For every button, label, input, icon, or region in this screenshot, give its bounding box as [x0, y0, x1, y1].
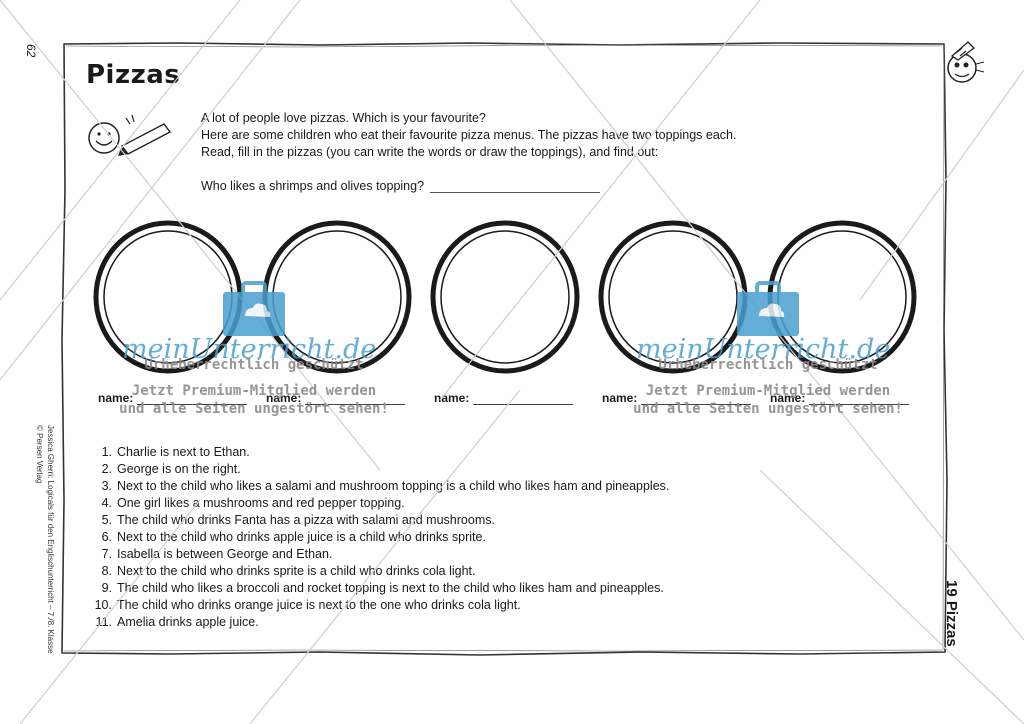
- clue-list: 1. Charlie is next to Ethan. 2. George is …: [92, 444, 670, 631]
- pizza-circle[interactable]: [430, 220, 580, 374]
- clue-number: 2.: [101, 462, 112, 476]
- clue-item: 2. George is on the right.: [92, 461, 669, 478]
- clue-item: 6. Next to the child who drinks apple jui…: [92, 529, 669, 546]
- clue-item: 11. Amelia drinks apple juice.: [92, 614, 669, 631]
- name-field: name:: [770, 391, 910, 405]
- clue-number: 5.: [101, 513, 112, 527]
- clue-item: 10. The child who drinks orange juice is …: [92, 597, 669, 614]
- pizza-circle[interactable]: [767, 220, 917, 374]
- name-label: name:: [98, 391, 134, 405]
- clue-number: 9.: [101, 581, 112, 595]
- clue-item: 7. Isabella is between George and Ethan.: [92, 546, 669, 563]
- clue-text: The child who likes a broccoli and rocke…: [117, 581, 664, 595]
- clue-item: 1. Charlie is next to Ethan.: [92, 444, 669, 461]
- clue-number: 7.: [101, 547, 112, 561]
- clue-item: 9. The child who likes a broccoli and roc…: [92, 580, 669, 597]
- clue-item: 3. Next to the child who likes a salami a…: [92, 478, 670, 495]
- clue-text: The child who drinks orange juice is nex…: [117, 598, 521, 612]
- name-field: name:: [602, 391, 752, 405]
- name-input[interactable]: [473, 392, 574, 405]
- clue-item: 4. One girl likes a mushrooms and red pep…: [92, 495, 669, 512]
- pizza-circle[interactable]: [93, 220, 243, 374]
- clue-number: 3.: [101, 479, 112, 493]
- clue-text: The child who drinks Fanta has a pizza w…: [117, 513, 495, 527]
- name-field: name:: [266, 391, 406, 405]
- name-input[interactable]: [809, 392, 910, 405]
- clue-number: 10.: [94, 598, 112, 612]
- clue-number: 4.: [101, 496, 112, 510]
- clue-text: Amelia drinks apple juice.: [117, 615, 259, 629]
- clue-item: 8. Next to the child who drinks sprite is…: [92, 563, 669, 580]
- name-label: name:: [602, 391, 638, 405]
- name-field: name:: [434, 391, 574, 405]
- clue-text: Charlie is next to Ethan.: [117, 445, 250, 459]
- name-input[interactable]: [305, 392, 406, 405]
- clue-number: 6.: [101, 530, 112, 544]
- clue-text: Next to the child who drinks apple juice…: [117, 530, 486, 544]
- name-field: name:: [98, 391, 248, 405]
- name-input[interactable]: [641, 392, 752, 405]
- name-label: name:: [434, 391, 470, 405]
- pizza-circle[interactable]: [262, 220, 412, 374]
- clue-number: 11.: [95, 615, 112, 629]
- clue-text: George is on the right.: [117, 462, 241, 476]
- pizza-circle[interactable]: [598, 220, 748, 374]
- clue-text: Isabella is between George and Ethan.: [117, 547, 333, 561]
- clue-number: 8.: [101, 564, 112, 578]
- clue-item: 5. The child who drinks Fanta has a pizza…: [92, 512, 669, 529]
- clue-text: Next to the child who likes a salami and…: [117, 479, 670, 493]
- clue-text: One girl likes a mushrooms and red peppe…: [117, 496, 405, 510]
- clue-text: Next to the child who drinks sprite is a…: [117, 564, 476, 578]
- clue-number: 1.: [101, 445, 112, 459]
- name-input[interactable]: [137, 392, 248, 405]
- name-label: name:: [266, 391, 302, 405]
- name-label: name:: [770, 391, 806, 405]
